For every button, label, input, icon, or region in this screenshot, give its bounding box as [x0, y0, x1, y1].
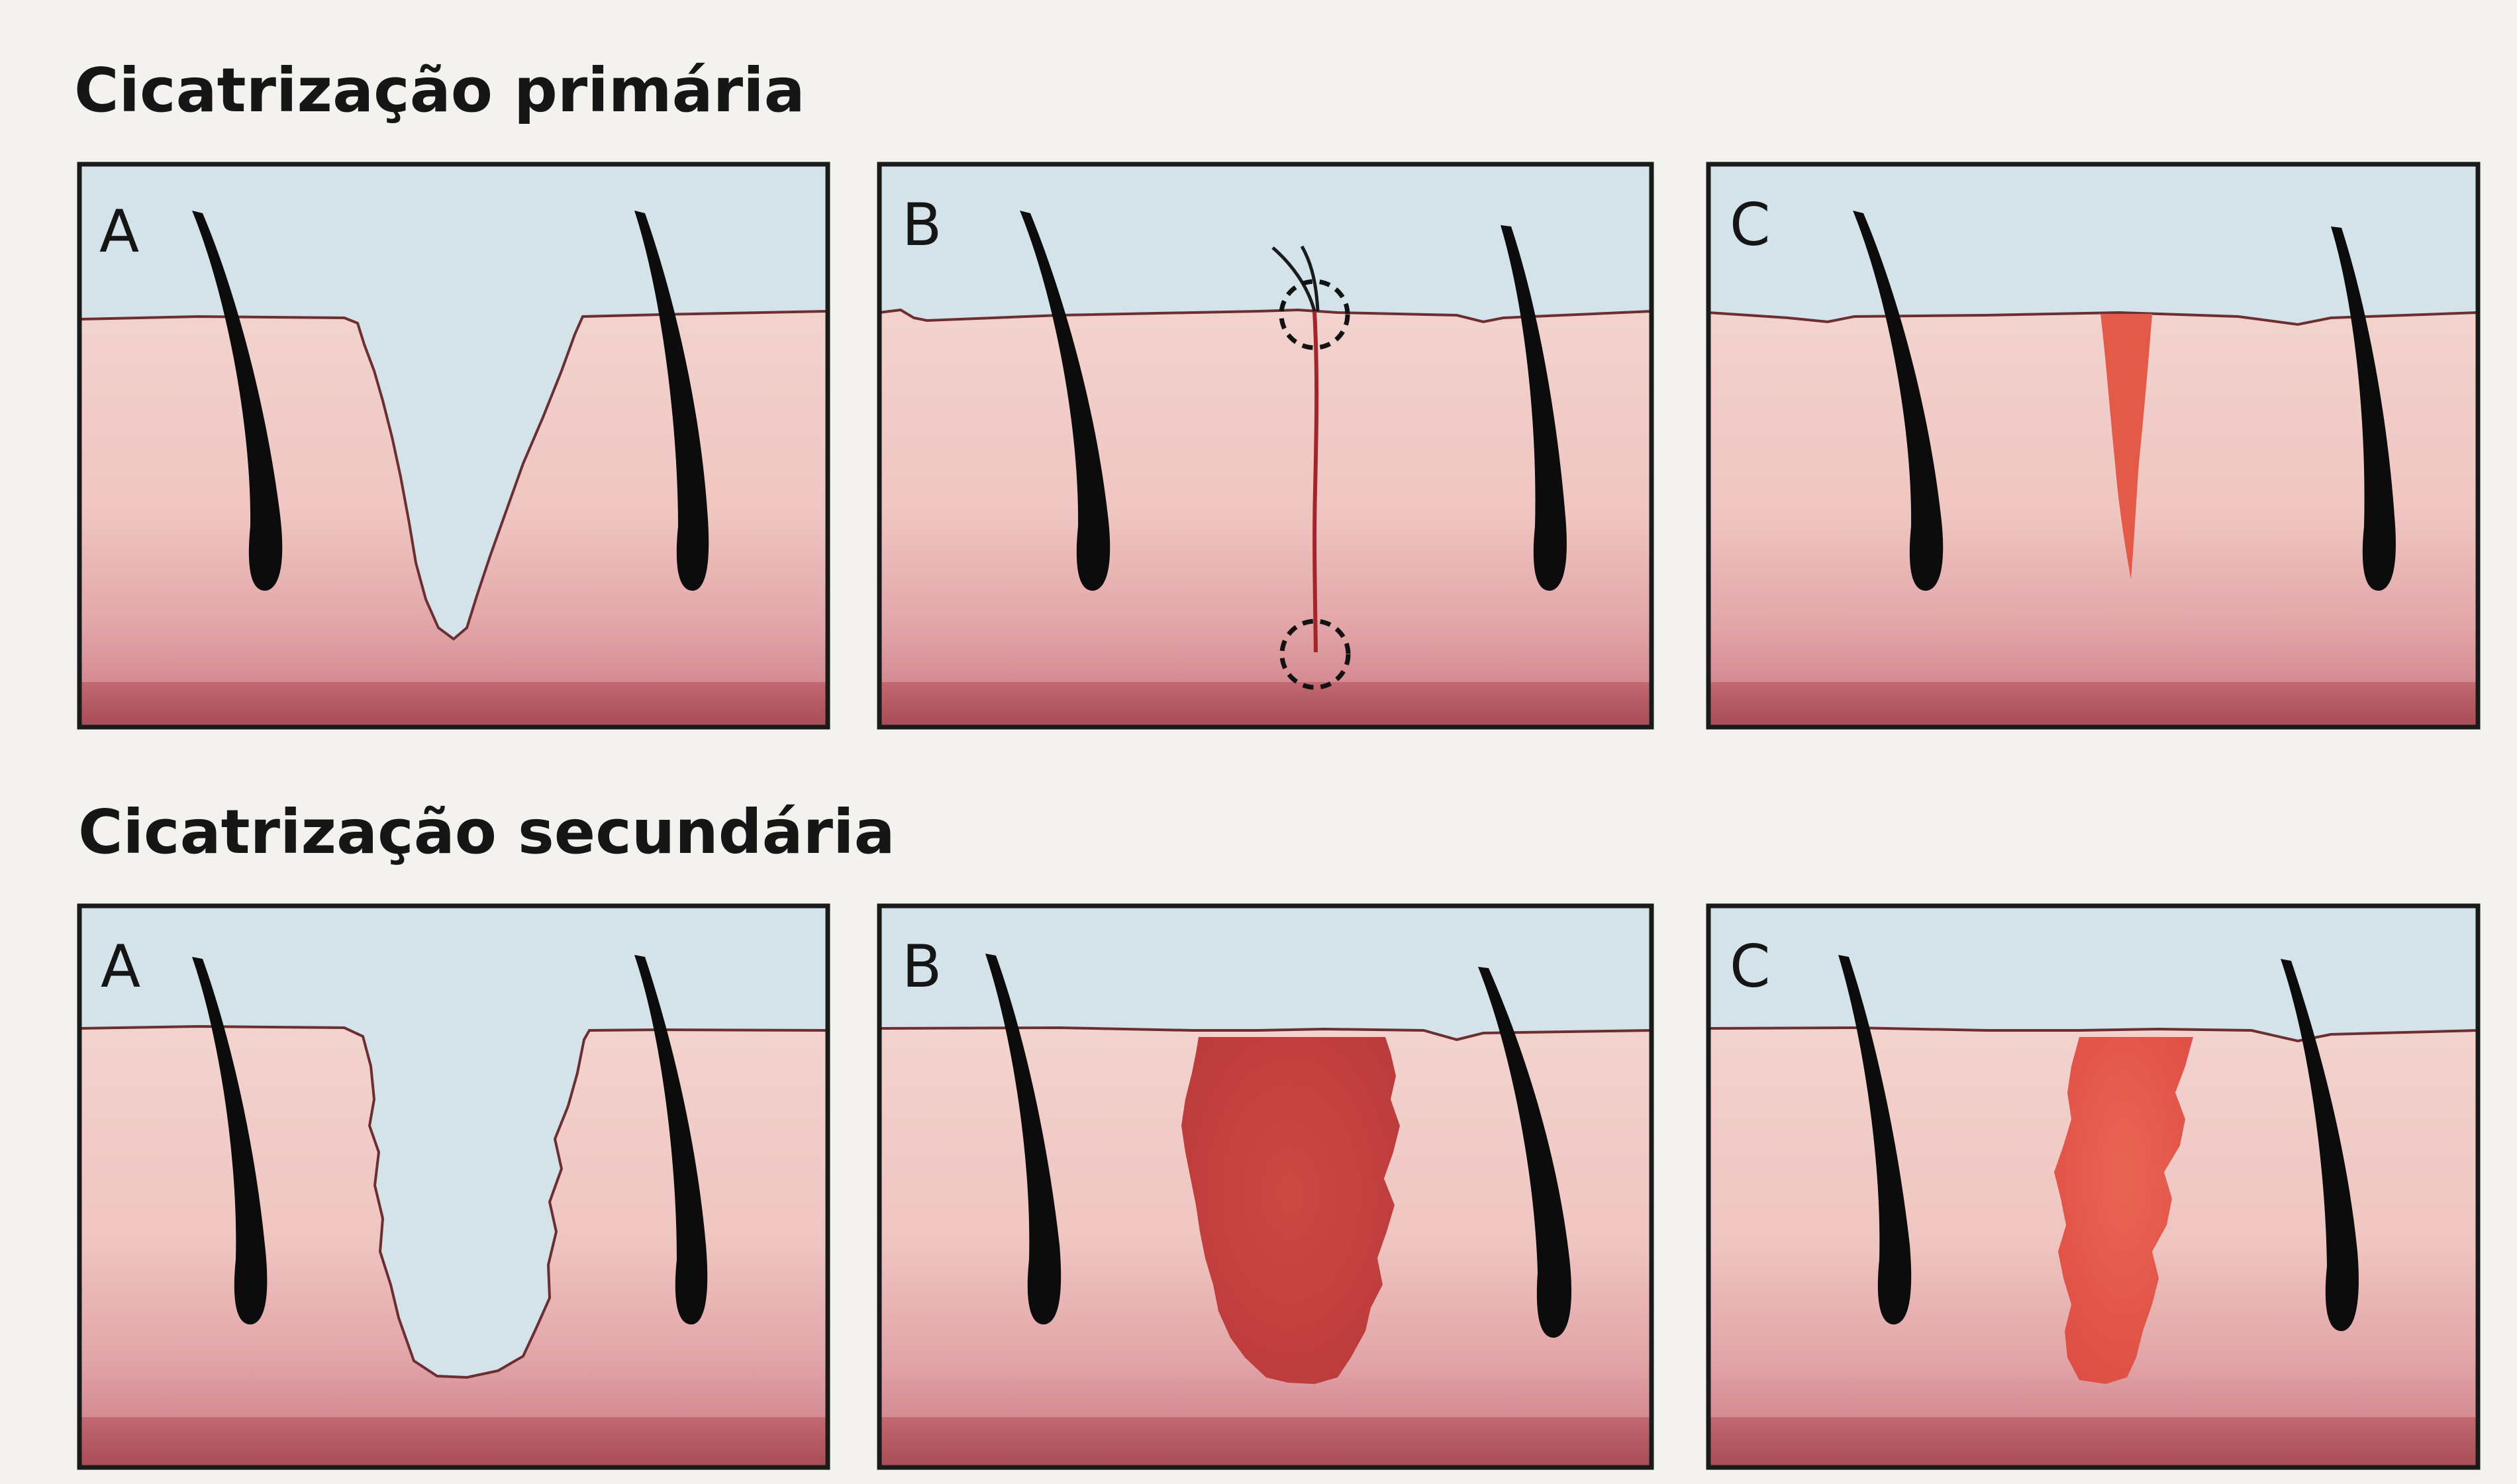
skin-layer [79, 1026, 828, 1417]
suture-knot-top [1279, 279, 1350, 350]
hair-icon [192, 957, 268, 1325]
hair-icon [1501, 225, 1567, 591]
panel-label: C [1730, 932, 1770, 1001]
panel-frame [877, 162, 1654, 730]
incision-line [1312, 311, 1319, 653]
section-title-primary: Cicatrização primária [74, 55, 805, 126]
panel-label: A [101, 932, 140, 1001]
hair-icon [1478, 967, 1572, 1338]
panel-primary-c: C [1706, 162, 2481, 730]
suture-thread [1300, 245, 1320, 312]
panel-frame [1706, 162, 2481, 730]
panel-secondary-a: A [77, 903, 830, 1470]
panel-label: C [1730, 191, 1770, 259]
hair-icon [634, 211, 709, 591]
skin-surface-line [1708, 1026, 2479, 1043]
deep-band [1708, 682, 2478, 727]
panel-secondary-c: C [1706, 903, 2481, 1470]
skin-surface-line [879, 308, 1652, 324]
deep-band [1708, 1417, 2478, 1467]
suture-thread [1271, 246, 1316, 312]
panel-primary-b: B [877, 162, 1654, 730]
scar-tissue [2054, 1037, 2193, 1384]
panel-primary-a: A [77, 162, 830, 730]
hair-icon [985, 954, 1061, 1325]
deep-band [879, 682, 1652, 727]
hair-icon [1020, 211, 1110, 591]
hair-icon [634, 955, 708, 1325]
skin-layer [1708, 313, 2478, 682]
deep-band [879, 1417, 1652, 1467]
skin-surface-line [1708, 311, 2479, 326]
panel-secondary-b: B [877, 903, 1654, 1470]
hair-icon [2281, 959, 2359, 1332]
granulation-tissue [1181, 1037, 1400, 1384]
panel-frame [77, 903, 830, 1470]
panel-frame [1706, 903, 2481, 1470]
hair-icon [1853, 211, 1944, 591]
skin-surface-line [79, 1024, 828, 1379]
suture-knot-bottom [1279, 618, 1351, 690]
skin-surface-line [79, 310, 828, 641]
panel-label: B [902, 932, 942, 1001]
section-title-secondary: Cicatrização secundária [78, 797, 895, 867]
deep-band [79, 1417, 828, 1467]
skin-surface-line [879, 1026, 1652, 1042]
panel-label: A [99, 197, 139, 266]
hair-icon [2331, 226, 2396, 591]
hair-icon [192, 211, 283, 591]
panel-frame [877, 903, 1654, 1470]
panel-label: B [902, 191, 942, 259]
panel-frame [77, 162, 830, 730]
hair-icon [1838, 955, 1912, 1325]
deep-band [79, 682, 828, 727]
scar-tissue [2100, 314, 2152, 579]
